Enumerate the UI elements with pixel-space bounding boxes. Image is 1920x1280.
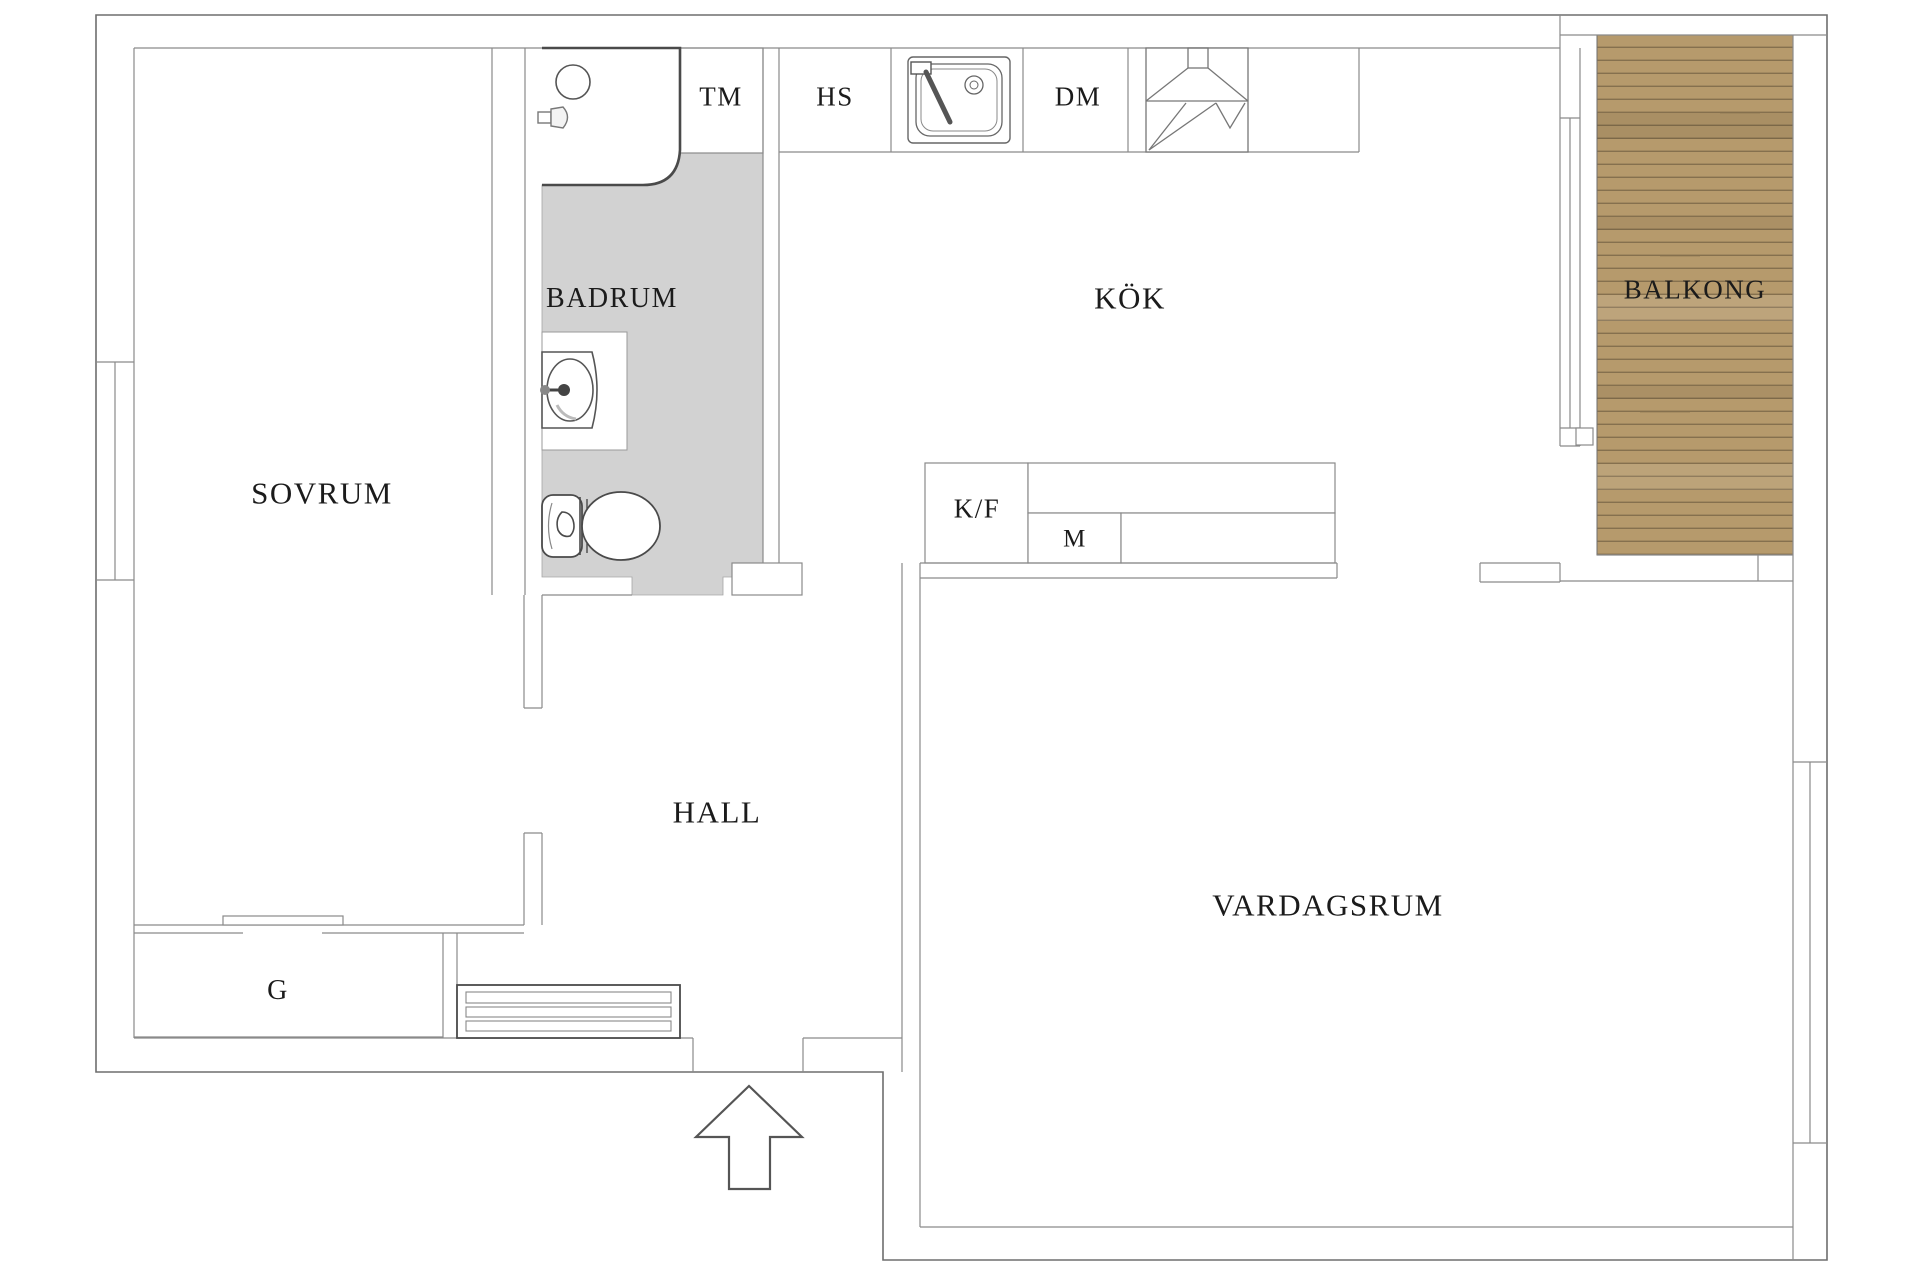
balcony-door — [1559, 15, 1594, 582]
bedroom-window — [96, 361, 134, 581]
label-badrum: BADRUM — [546, 283, 678, 314]
bathtub-icon — [537, 46, 682, 187]
stove-hood-icon — [1145, 47, 1249, 153]
washbasin-icon — [540, 351, 598, 429]
shoe-rack — [456, 984, 681, 1039]
kitchen-counter — [779, 48, 1360, 153]
label-vardagsrum: VARDAGSRUM — [1212, 887, 1444, 923]
label-kok: KÖK — [1094, 280, 1166, 316]
entry-arrow-icon — [693, 1084, 805, 1191]
closet-sliding-doors — [134, 915, 524, 934]
balcony-rails — [1560, 34, 1827, 1260]
label-hs: HS — [816, 81, 854, 112]
closet-g-box — [134, 933, 458, 1038]
toilet-icon — [541, 491, 661, 561]
label-tm: TM — [699, 81, 743, 112]
livingroom-east-window — [1793, 761, 1827, 1144]
inner-walls — [96, 15, 1827, 1260]
balcony-deck — [1596, 34, 1794, 556]
label-dm: DM — [1054, 81, 1102, 112]
fridge-micro-counter — [924, 462, 1336, 564]
outer-walls — [95, 14, 1828, 1261]
label-g: G — [267, 975, 289, 1006]
label-kf: K/F — [953, 493, 1001, 524]
label-hall: HALL — [672, 794, 762, 830]
label-balkong: BALKONG — [1623, 274, 1767, 305]
kitchen-sink-icon — [907, 56, 1011, 144]
label-sovrum: SOVRUM — [251, 475, 393, 511]
label-m: M — [1063, 525, 1087, 553]
